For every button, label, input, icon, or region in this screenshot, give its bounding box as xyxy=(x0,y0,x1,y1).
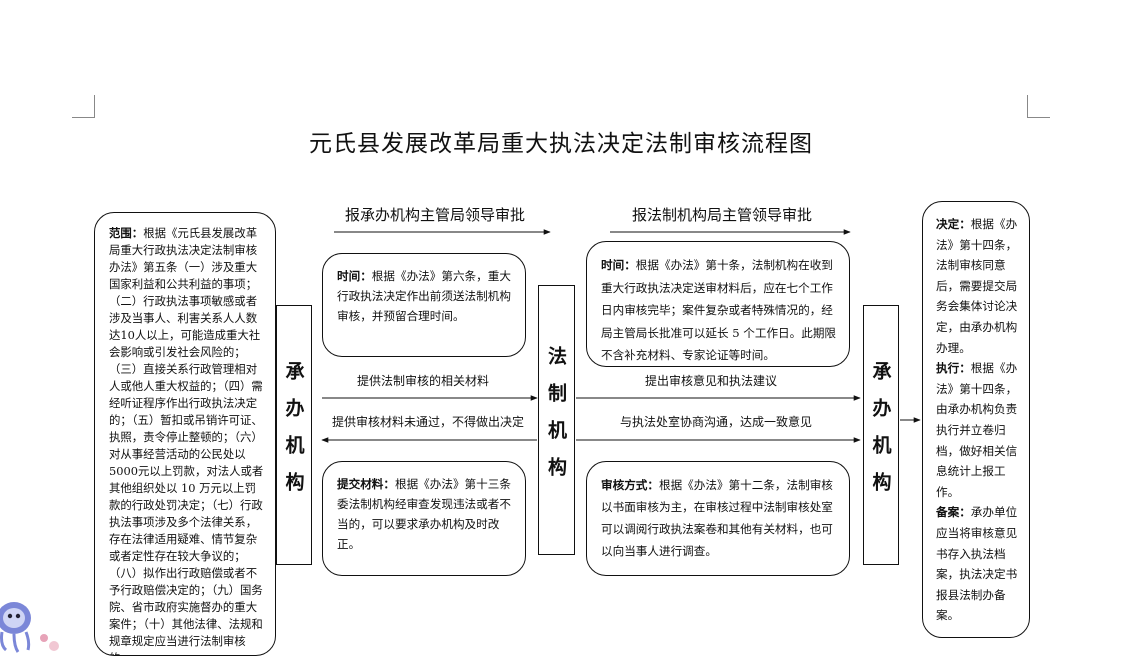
page-title: 元氏县发展改革局重大执法决定法制审核流程图 xyxy=(309,131,813,157)
undertaking-agency-right-label: 承办机构 xyxy=(869,361,892,509)
mascot-icon xyxy=(0,602,59,653)
decide-label: 决定： xyxy=(936,217,971,231)
submit-materials-label: 提交材料： xyxy=(337,477,395,491)
decide-text: 根据《办法》第十四条，法制审核同意后，需要提交局务会集体讨论决定，由承办机构办理… xyxy=(936,217,1018,355)
decision-box: 决定：根据《办法》第十四条，法制审核同意后，需要提交局务会集体讨论决定，由承办机… xyxy=(922,201,1030,638)
submit-materials-text: 根据《办法》第十三条委法制机构经审查发现违法或者不当的，可以要求承办机构及时改正… xyxy=(337,477,511,551)
legal-agency-label: 法制机构 xyxy=(545,346,567,494)
review-method-box: 审核方式：根据《办法》第十二条，法制审核以书面审核为主，在审核过程中法制审核处室… xyxy=(586,461,850,576)
header-right-label: 报法制机构局主管领导审批 xyxy=(632,206,813,224)
undertaking-agency-left-label: 承办机构 xyxy=(282,361,305,509)
scope-box: 范围：根据《元氏县发展改革局重大行政执法决定法制审核办法》第五条（一）涉及重大国… xyxy=(94,212,276,656)
page-corner-mark-left xyxy=(72,95,95,118)
time-box-left: 时间：根据《办法》第六条，重大行政执法决定作出前须送法制机构审核，并预留合理时间… xyxy=(322,253,526,357)
label-provide-materials: 提供法制审核的相关材料 xyxy=(357,374,490,388)
page-corner-mark-right xyxy=(1027,95,1050,118)
review-method-text: 根据《办法》第十二条，法制审核以书面审核为主，在审核过程中法制审核处室可以调阅行… xyxy=(601,478,833,558)
legal-agency-center: 法制机构 xyxy=(538,285,575,555)
undertaking-agency-left: 承办机构 xyxy=(276,305,312,565)
execute-text: 根据《办法》第十四条，由承办机构负责执行并立卷归档，做好相关信息统计上报工作。 xyxy=(936,361,1018,499)
scope-text: 根据《元氏县发展改革局重大行政执法决定法制审核办法》第五条（一）涉及重大国家利益… xyxy=(109,226,264,655)
submit-materials-box: 提交材料：根据《办法》第十三条委法制机构经审查发现违法或者不当的，可以要求承办机… xyxy=(322,461,526,576)
time-right-text: 根据《办法》第十条，法制机构在收到重大行政执法决定送审材料后，应在七个工作日内审… xyxy=(601,258,837,362)
time-left-text: 根据《办法》第六条，重大行政执法决定作出前须送法制机构审核，并预留合理时间。 xyxy=(337,269,511,323)
filing-label: 备案： xyxy=(936,505,971,520)
header-left-label: 报承办机构主管局领导审批 xyxy=(345,206,526,224)
label-materials-rejected: 提供审核材料未通过，不得做出决定 xyxy=(332,415,525,429)
undertaking-agency-right: 承办机构 xyxy=(863,305,899,565)
time-left-label: 时间： xyxy=(337,269,372,283)
time-box-right: 时间：根据《办法》第十条，法制机构在收到重大行政执法决定送审材料后，应在七个工作… xyxy=(586,241,850,367)
filing-text: 承办单位应当将审核意见书存入执法档案，执法决定书报县法制办备案。 xyxy=(936,505,1018,623)
label-consult: 与执法处室协商沟通，达成一致意见 xyxy=(620,415,813,429)
review-method-label: 审核方式： xyxy=(601,478,659,492)
execute-label: 执行： xyxy=(936,361,971,376)
scope-label: 范围： xyxy=(109,226,144,240)
label-opinions: 提出审核意见和执法建议 xyxy=(645,374,778,388)
time-right-label: 时间： xyxy=(601,258,636,272)
